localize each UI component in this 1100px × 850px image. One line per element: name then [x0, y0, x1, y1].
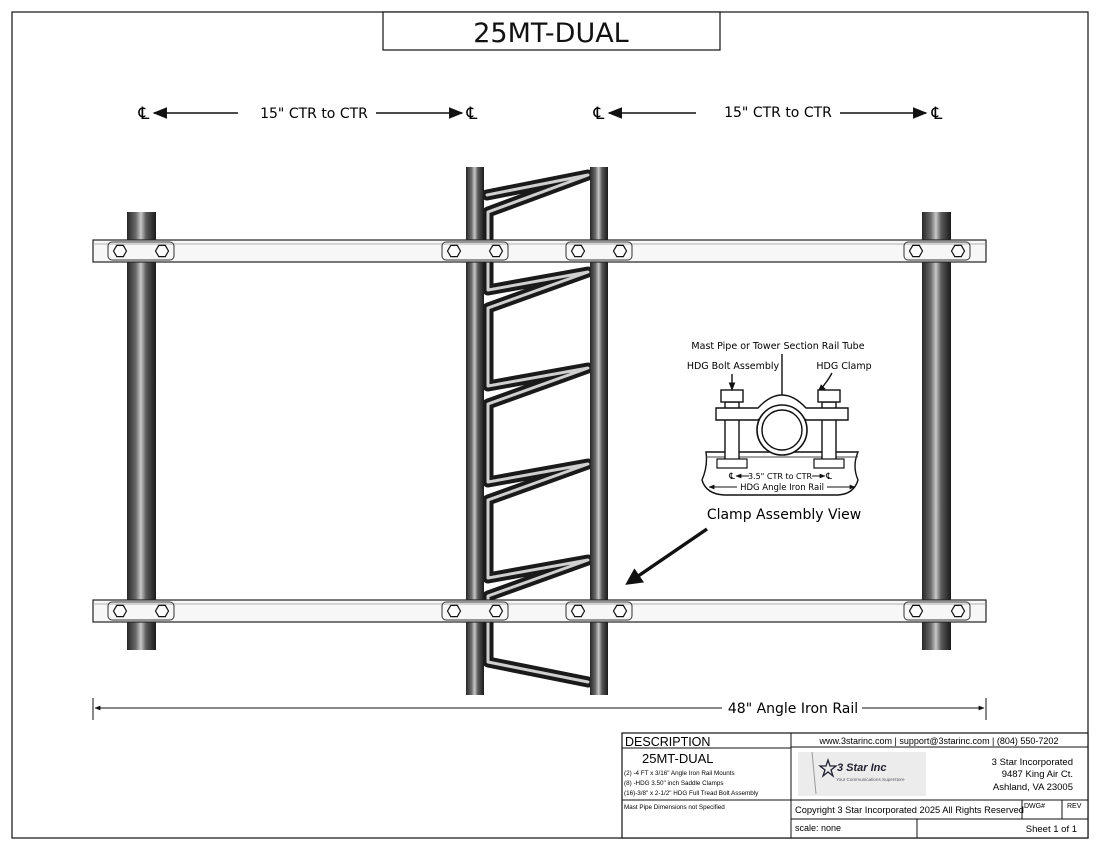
rail-label: HDG Angle Iron Rail [740, 483, 824, 493]
view-caption: Clamp Assembly View [707, 507, 861, 523]
bolt-nut [112, 244, 128, 258]
rail-clamp [107, 241, 175, 261]
svg-text:℄: ℄ [825, 472, 832, 482]
svg-text:℄: ℄ [728, 472, 735, 482]
bolt-nut [446, 244, 462, 258]
mast-label: Mast Pipe or Tower Section Rail Tube [691, 341, 864, 352]
title-block: DESCRIPTION 25MT-DUAL (2) -4 FT x 3/16" … [621, 732, 1089, 839]
company-line: 9487 King Air Ct. [1002, 769, 1073, 780]
bolt-nut [446, 604, 462, 618]
rail-clamp [565, 241, 633, 261]
star-icon [818, 757, 838, 778]
overall-dimension: 48" Angle Iron Rail [92, 698, 987, 720]
dimension-right: ℄ 15" CTR to CTR ℄ [593, 104, 943, 124]
description-header: DESCRIPTION [625, 735, 710, 749]
bolt-nut [570, 604, 586, 618]
tower-leg-right [590, 167, 608, 695]
bolt-nut [154, 604, 170, 618]
logo-name: 3 Star Inc [837, 762, 887, 774]
angle-iron-rail-top [92, 239, 987, 263]
item-line: (16)-3/8" x 2-1/2" HDG Full Tread Bolt A… [624, 790, 759, 797]
scale-text: scale: none [795, 823, 841, 833]
bolt-nut [908, 604, 924, 618]
rail-length-label: 48" Angle Iron Rail [728, 701, 858, 717]
company-line: Ashland, VA 23005 [993, 782, 1073, 793]
ctr-label: 3.5" CTR to CTR [748, 472, 813, 481]
rev-label: REV [1067, 803, 1082, 810]
bolt-nut [488, 244, 504, 258]
bolt-nut [908, 244, 924, 258]
rail-clamp [903, 241, 971, 261]
rail-clamps [107, 241, 971, 621]
item-line: (2) -4 FT x 3/16" Angle Iron Rail Mounts [624, 770, 735, 777]
bolt-nut [612, 604, 628, 618]
tower-leg-left [466, 167, 484, 695]
rail-clamp [565, 601, 633, 621]
company-line: 3 Star Incorporated [992, 757, 1073, 768]
sheet-text: Sheet 1 of 1 [1026, 824, 1077, 835]
contact-line: www.3starinc.com | support@3starinc.com … [819, 736, 1059, 746]
rail-clamp [441, 601, 509, 621]
drawing-title: 25MT-DUAL [473, 18, 628, 49]
part-number: 25MT-DUAL [642, 751, 714, 766]
clamp-label: HDG Clamp [816, 361, 871, 372]
bolt-label: HDG Bolt Assembly [687, 361, 780, 372]
right-mast-pipe [922, 212, 951, 650]
left-spacing-label: 15" CTR to CTR [260, 106, 368, 122]
centerline-mark: ℄ [466, 104, 478, 124]
right-spacing-label: 15" CTR to CTR [724, 105, 832, 121]
centerline-mark: ℄ [138, 104, 150, 124]
bolt-nut [112, 604, 128, 618]
dwg-label: DWG# [1024, 803, 1045, 810]
tower-section [466, 167, 608, 695]
bolt-nut [950, 244, 966, 258]
rail-clamp [107, 601, 175, 621]
copyright-text: Copyright 3 Star Incorporated 2025 All R… [795, 805, 1024, 815]
angle-iron-rail-bottom [92, 599, 987, 623]
logo-tagline: Your Communications Superstore [836, 777, 905, 782]
bolt-nut [612, 244, 628, 258]
bolt-nut [154, 244, 170, 258]
title-box: 25MT-DUAL [382, 11, 721, 51]
item-line: (8) -HDG 3.50" inch Saddle Clamps [624, 780, 724, 787]
rail-clamp [441, 241, 509, 261]
bolt-nut [488, 604, 504, 618]
left-mast-pipe [127, 212, 156, 650]
bolt-nut [570, 244, 586, 258]
centerline-mark: ℄ [931, 104, 943, 124]
bolt-nut [950, 604, 966, 618]
dimension-left: ℄ 15" CTR to CTR ℄ [138, 104, 478, 124]
clamp-detail-view: Mast Pipe or Tower Section Rail Tube HDG… [625, 341, 872, 585]
rail-clamp [903, 601, 971, 621]
note-text: Mast Pipe Dimensions not Specified [624, 804, 725, 811]
company-logo: 3 Star Inc Your Communications Superstor… [798, 751, 926, 796]
centerline-mark: ℄ [593, 104, 605, 124]
